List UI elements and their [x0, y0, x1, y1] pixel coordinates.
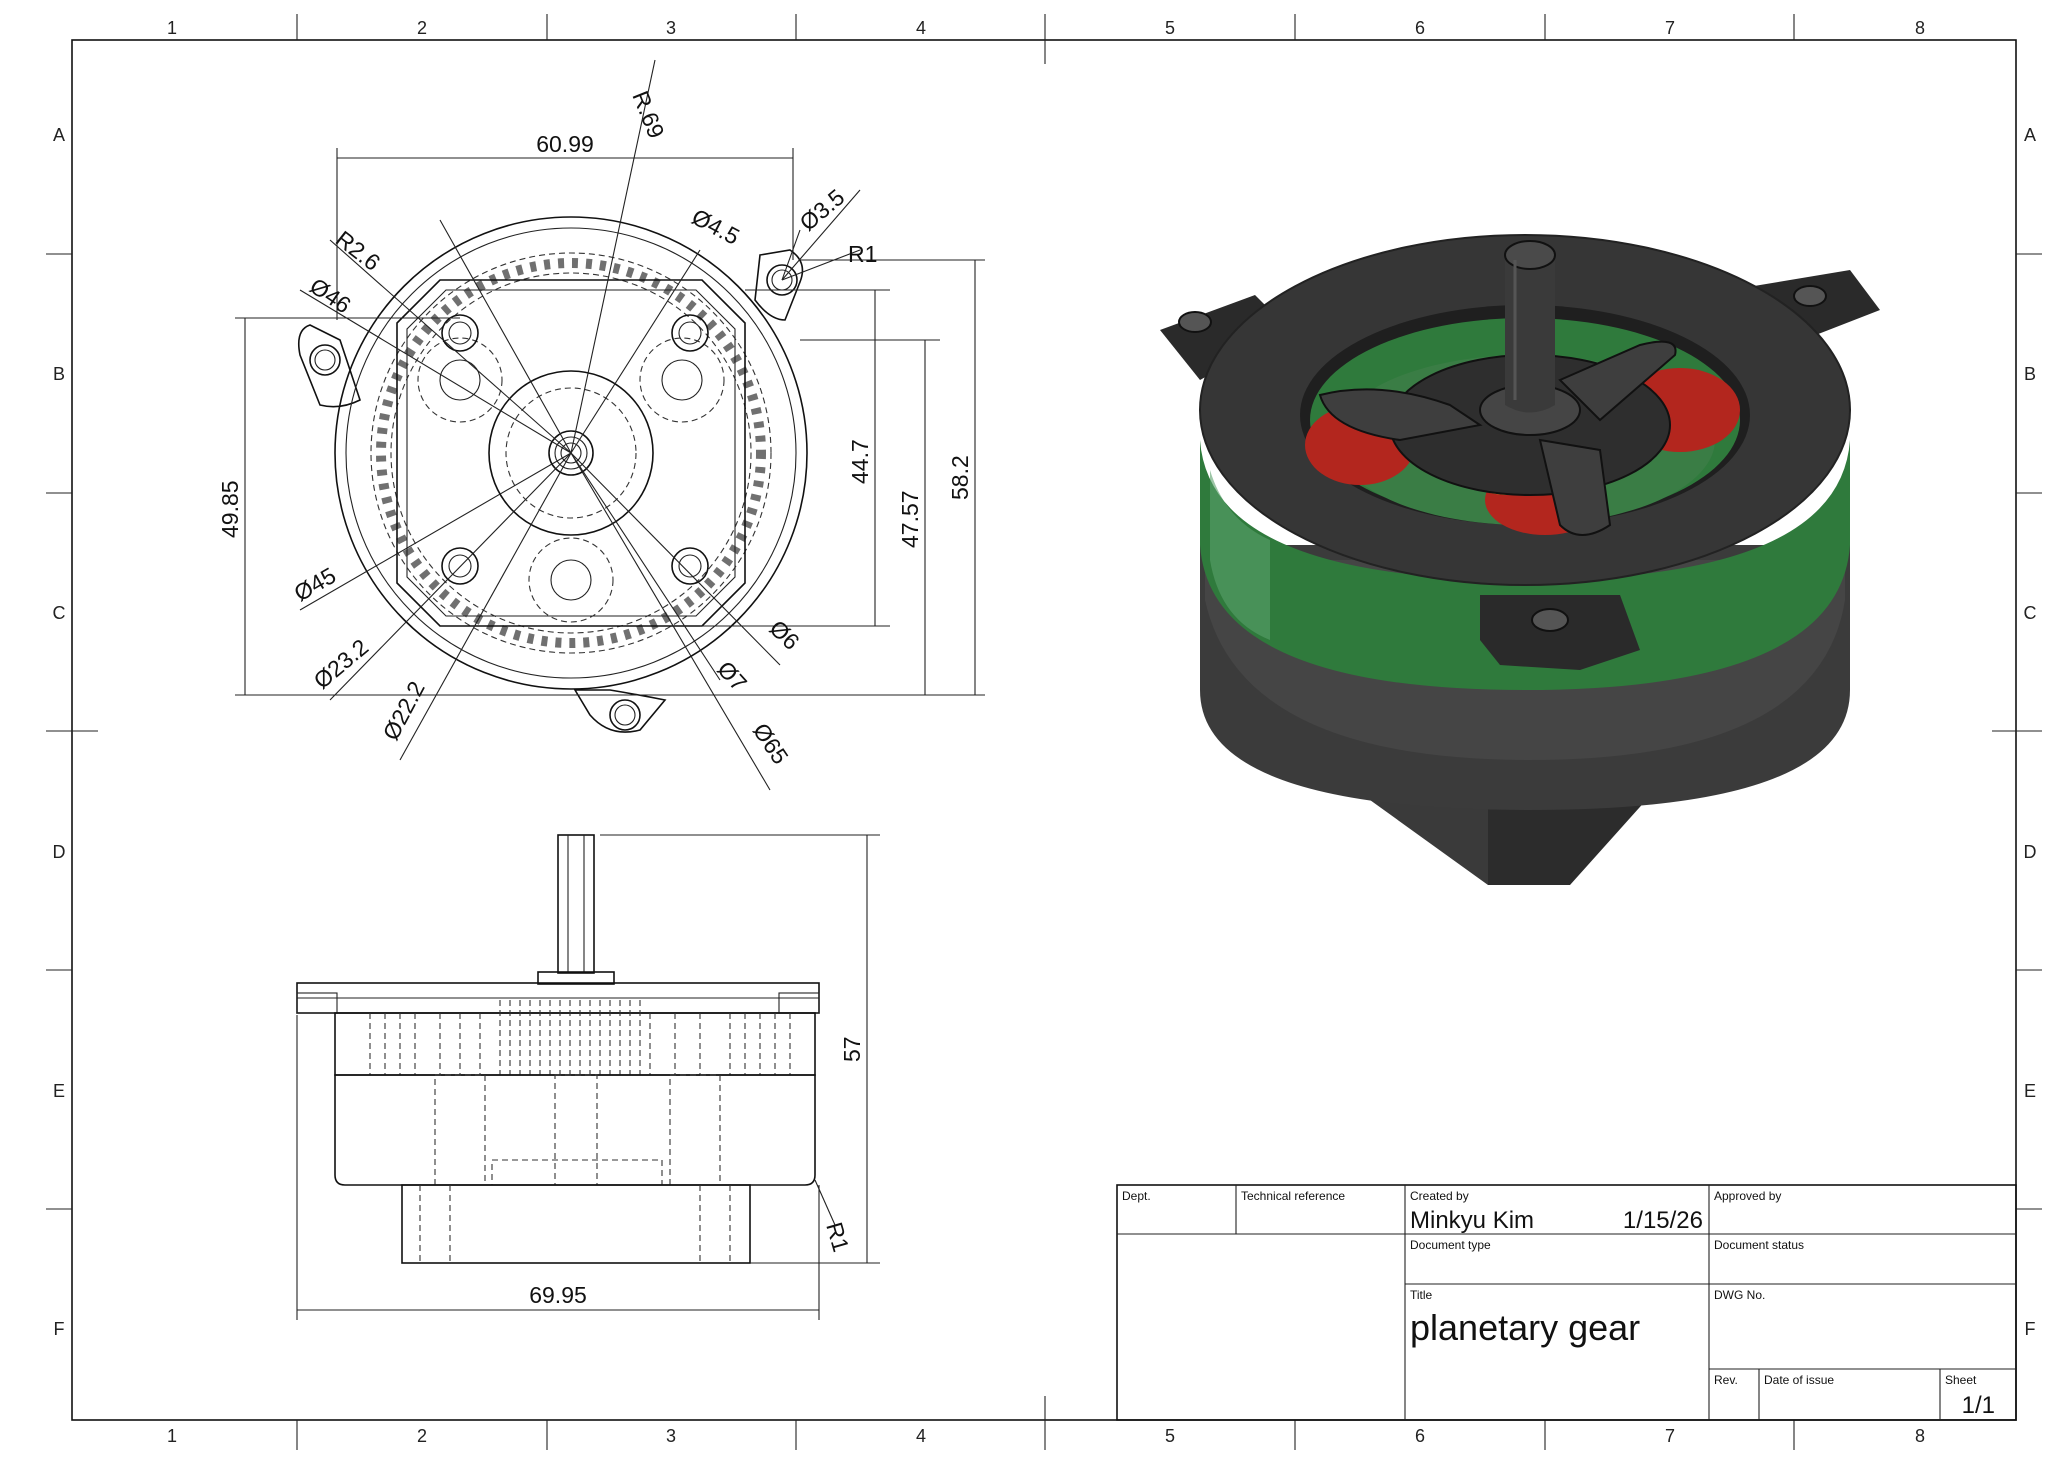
zone-col-2: 2: [417, 18, 427, 38]
zone-row-c: C: [53, 603, 66, 623]
iso-ear-front: [1480, 595, 1640, 670]
zone-col-5: 5: [1165, 18, 1175, 38]
tb-title: planetary gear: [1410, 1307, 1640, 1348]
dim-57: 57: [839, 1036, 865, 1062]
planet-gear-3: [528, 537, 614, 623]
zone-row-c-right: C: [2024, 603, 2037, 623]
side-gear-section: [334, 1012, 816, 1076]
planet-gear-1: [417, 337, 503, 423]
zone-col-3: 3: [666, 18, 676, 38]
zone-col-6: 6: [1415, 18, 1425, 38]
tb-created-by-label: Created by: [1410, 1189, 1469, 1203]
zone-labels: 1 2 3 4 5 6 7 8 1 2 3 4 5 6 7 8 A B C D …: [53, 18, 2037, 1446]
dim-44-7: 44.7: [847, 439, 873, 484]
side-housing: [334, 1074, 816, 1186]
tb-date: 1/15/26: [1623, 1207, 1703, 1234]
iso-ear-right: [1730, 270, 1880, 345]
iso-ring-band: [1200, 440, 1850, 690]
mount-hole-right: [766, 264, 798, 296]
planet-gear-2: [639, 337, 725, 423]
zone-row-f-right: F: [2025, 1319, 2036, 1339]
dim-d6: Ø6: [765, 615, 805, 655]
zone-col-4: 4: [916, 18, 926, 38]
zone-col-1: 1: [167, 18, 177, 38]
ring-gear-teeth: [376, 258, 766, 648]
zone-col-8: 8: [1915, 18, 1925, 38]
tb-sheet-label: Sheet: [1945, 1373, 1977, 1387]
tb-dept-label: Dept.: [1122, 1189, 1151, 1203]
zone-row-b: B: [53, 364, 65, 384]
tb-dwg-label: DWG No.: [1714, 1288, 1765, 1302]
mount-ear-left: [297, 324, 361, 408]
zone-col-1-bottom: 1: [167, 1426, 177, 1446]
tb-date-issue-label: Date of issue: [1764, 1373, 1834, 1387]
mount-ear-bottom: [573, 689, 667, 733]
dim-47-57: 47.57: [897, 490, 923, 548]
tb-doc-status-label: Document status: [1714, 1238, 1804, 1252]
tb-sheet: 1/1: [1962, 1392, 1995, 1419]
mount-ear-right: [754, 249, 804, 321]
dim-d4-5: Ø4.5: [688, 203, 744, 249]
dim-d23-2: Ø23.2: [309, 634, 374, 694]
top-view: 60.99 R.69 Ø4.5 Ø3.5 R1 R2.6 Ø46 49.85 4…: [217, 59, 985, 791]
dim-r-69: R.69: [627, 87, 669, 142]
bolt-hole-3: [441, 547, 479, 585]
tb-created-by: Minkyu Kim: [1410, 1207, 1534, 1234]
bolt-hole-1: [441, 314, 479, 352]
dim-r1-top: R1: [848, 241, 877, 267]
iso-carrier-arm-1: [1318, 388, 1483, 442]
side-shaft: [557, 834, 595, 974]
zone-row-a: A: [53, 125, 65, 145]
output-shaft: [548, 430, 594, 476]
zone-col-7: 7: [1665, 18, 1675, 38]
tb-approved-by-label: Approved by: [1714, 1189, 1781, 1203]
dim-49-85: 49.85: [217, 480, 243, 538]
iso-carrier-arm-2: [1558, 340, 1677, 422]
dim-d45: Ø45: [290, 562, 341, 606]
zone-col-2-bottom: 2: [417, 1426, 427, 1446]
side-view: 57 R1 69.95: [296, 834, 880, 1320]
dim-d7: Ø7: [712, 656, 752, 696]
zone-col-4-bottom: 4: [916, 1426, 926, 1446]
iso-carrier-arm-3: [1538, 438, 1612, 536]
bolt-hole-2: [671, 314, 709, 352]
zone-col-7-bottom: 7: [1665, 1426, 1675, 1446]
bolt-hole-4: [671, 547, 709, 585]
sheet-frame: [46, 14, 2042, 1450]
outer-housing-circle: [334, 216, 808, 690]
zone-row-a-right: A: [2024, 125, 2036, 145]
dim-d46: Ø46: [305, 273, 356, 319]
tb-rev-label: Rev.: [1714, 1373, 1738, 1387]
title-block: Dept. Technical reference Created by Min…: [1116, 1184, 2017, 1421]
dim-d3-5: Ø3.5: [795, 184, 850, 236]
zone-row-e-right: E: [2024, 1081, 2036, 1101]
zone-row-d: D: [53, 842, 66, 862]
iso-shaft: [1505, 255, 1555, 413]
isometric-render: [1160, 234, 1880, 885]
zone-col-5-bottom: 5: [1165, 1426, 1175, 1446]
dim-d65: Ø65: [748, 718, 794, 769]
zone-row-d-right: D: [2024, 842, 2037, 862]
tb-doc-type-label: Document type: [1410, 1238, 1491, 1252]
mount-hole-bottom: [609, 699, 641, 731]
zone-col-6-bottom: 6: [1415, 1426, 1425, 1446]
dim-60-99: 60.99: [536, 131, 594, 157]
dim-58-2: 58.2: [947, 455, 973, 500]
tb-tech-ref-label: Technical reference: [1241, 1189, 1345, 1203]
dim-69-95: 69.95: [529, 1282, 587, 1308]
tb-title-label: Title: [1410, 1288, 1433, 1302]
zone-row-e: E: [53, 1081, 65, 1101]
sun-gear-hub: [488, 370, 654, 536]
zone-row-b-right: B: [2024, 364, 2036, 384]
side-base: [401, 1184, 751, 1264]
dim-r2-6: R2.6: [331, 225, 385, 275]
zone-col-8-bottom: 8: [1915, 1426, 1925, 1446]
zone-row-f: F: [54, 1319, 65, 1339]
dim-r1-side: R1: [821, 1219, 854, 1254]
zone-col-3-bottom: 3: [666, 1426, 676, 1446]
dim-d22-2: Ø22.2: [377, 677, 429, 745]
mount-hole-left: [309, 344, 341, 376]
